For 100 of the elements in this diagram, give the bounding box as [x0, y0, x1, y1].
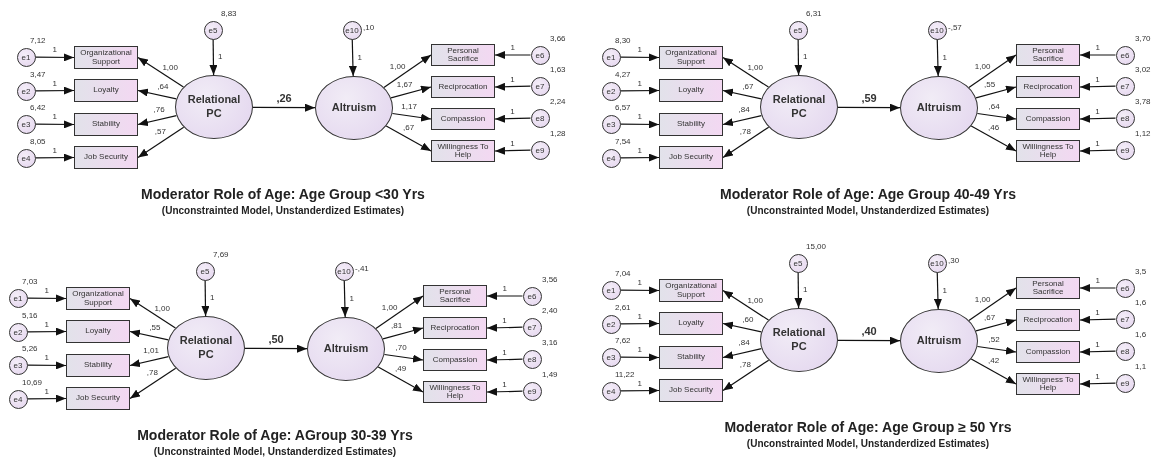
edge-label: 1 [803, 53, 808, 62]
edge-label: 1 [510, 75, 515, 84]
indicator-label: Organizational Support [71, 290, 125, 307]
edge-label: 1 [942, 53, 947, 62]
error-term-label: e9 [527, 386, 537, 396]
variance-value: 2,40 [542, 307, 558, 315]
arrow [619, 86, 660, 95]
arrow [494, 114, 532, 123]
variance-value: 2,61 [615, 304, 631, 312]
edge-label: ,84 [738, 106, 750, 115]
variance-value: 4,27 [615, 71, 631, 79]
edge-label: ,49 [394, 365, 407, 374]
error-term-circle [601, 148, 621, 168]
error-term-label: e8 [1120, 346, 1130, 356]
edge-label: 1 [52, 146, 57, 155]
arrow [383, 54, 432, 89]
variance-value: 3,78 [1135, 98, 1151, 106]
indicator-box [1016, 341, 1080, 363]
arrow [26, 394, 67, 403]
indicator-box [659, 113, 723, 136]
arrow [382, 326, 424, 340]
arrow [722, 126, 770, 159]
variance-value: 7,62 [615, 337, 631, 345]
variance-value: 1,6 [1135, 331, 1147, 339]
variance-value: 3,70 [1135, 35, 1151, 43]
error-term-label: e6 [1120, 283, 1130, 293]
indicator-label: Compassion [1025, 347, 1071, 357]
edge-label: 1 [1095, 139, 1100, 148]
variance-value: 5,16 [22, 312, 38, 320]
arrow [722, 56, 770, 88]
arrow [486, 387, 524, 396]
indicator-box [74, 113, 138, 136]
edge-label: 1 [1095, 372, 1100, 381]
indicator-label: Personal Sacrifice [1031, 279, 1065, 297]
indicator-box [659, 46, 723, 69]
error-term-circle [1115, 140, 1135, 160]
arrow [619, 353, 660, 362]
error-term-label: e10 [345, 25, 359, 35]
edge-label: 1,00 [154, 304, 170, 313]
error-term-label: e7 [1120, 314, 1130, 324]
error-term-label: e7 [535, 81, 545, 91]
variance-value: 1,63 [550, 66, 566, 74]
indicator-box [423, 317, 487, 339]
indicator-label: Willingness To Help [1021, 142, 1075, 160]
error-term-circle [1115, 341, 1135, 361]
variance-value: 2,24 [550, 98, 566, 106]
error-term-circle [601, 114, 621, 134]
arrow [794, 271, 803, 309]
variance-value: -,41 [355, 265, 369, 273]
error-term-label: e3 [606, 352, 616, 362]
error-term-label: e5 [208, 25, 218, 35]
edge-label: 1,01 [143, 347, 159, 356]
indicator-box [659, 79, 723, 102]
variance-value: 8,05 [30, 138, 46, 146]
error-term-label: e4 [21, 153, 31, 163]
error-term-circle [16, 47, 36, 67]
arrow [137, 88, 177, 100]
arrow [34, 153, 75, 162]
indicator-label: Loyalty [678, 86, 704, 95]
edge-label: 1 [510, 107, 515, 116]
edge-label: 1,67 [396, 80, 413, 89]
arrow [340, 279, 349, 318]
indicator-label: Stability [84, 361, 112, 370]
indicator-box [1016, 309, 1080, 331]
edge-label: 1 [349, 294, 354, 303]
edge-label: 1 [52, 113, 58, 122]
edge-label: 1 [52, 79, 57, 88]
indicator-box [431, 76, 495, 98]
indicator-label: Loyalty [93, 86, 119, 95]
edge-label: ,64 [157, 82, 169, 91]
error-term-circle [8, 389, 28, 409]
variance-value: 3,02 [1135, 66, 1151, 74]
arrow [837, 103, 901, 112]
error-term-label: e9 [1120, 378, 1130, 388]
indicator-box [66, 287, 130, 310]
latent-variable-label: Relational PC [771, 326, 827, 354]
variance-value: 1,1 [1135, 363, 1147, 371]
edge-label: ,78 [146, 368, 158, 377]
edge-label: ,78 [739, 360, 751, 369]
edge-label: ,60 [742, 315, 754, 324]
error-term-circle [530, 108, 550, 128]
edge-label: 1 [637, 46, 643, 55]
edge-label: 1,00 [162, 63, 178, 72]
edge-label: ,46 [987, 124, 1000, 133]
error-term-label: e8 [535, 113, 545, 123]
panel-title: Moderator Role of Age: AGroup 30-39 Yrs [137, 427, 413, 443]
indicator-label: Job Security [76, 394, 120, 403]
latent-variable-label: Altruism [916, 101, 962, 115]
arrow [137, 56, 185, 88]
edge-label: 1 [637, 146, 642, 155]
error-term-circle [522, 317, 542, 337]
indicator-box [66, 354, 130, 377]
arrow [383, 353, 424, 363]
error-term-circle [788, 253, 808, 273]
indicator-box [74, 146, 138, 169]
arrow [1079, 347, 1117, 356]
path-coefficient: ,59 [861, 92, 877, 103]
error-term-circle [601, 347, 621, 367]
edge-label: 1,00 [381, 304, 398, 313]
edge-label: 1 [44, 387, 49, 396]
